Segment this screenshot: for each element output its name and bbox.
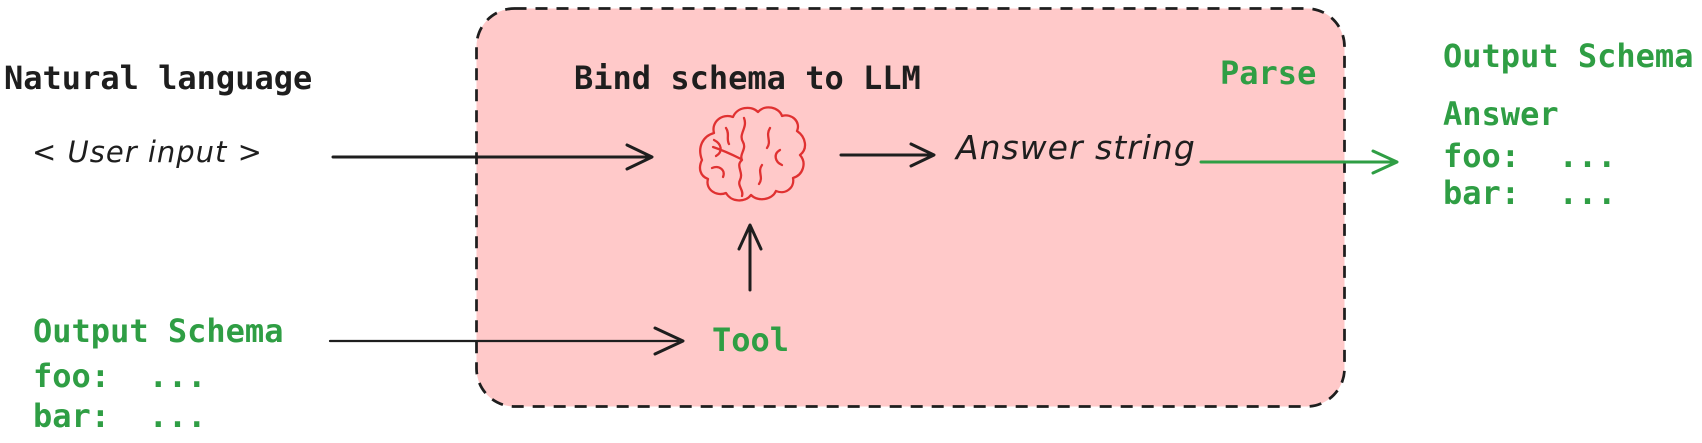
- brain-icon: [698, 106, 807, 202]
- tool-label: Tool: [712, 321, 790, 359]
- llm-output-arrow: [839, 142, 936, 168]
- user-input-label: < User input >: [32, 135, 263, 169]
- answer-string-label: Answer string: [956, 128, 1196, 167]
- natural-language-label: Natural language: [4, 59, 313, 97]
- user-input-arrow: [331, 143, 654, 171]
- schema-to-tool-arrow: [328, 326, 685, 356]
- parse-label: Parse: [1220, 54, 1317, 92]
- parse-arrow: [1199, 149, 1399, 175]
- input-schema-foo-line: foo: ...: [33, 357, 207, 395]
- bind-schema-title: Bind schema to LLM: [574, 59, 921, 97]
- bind-schema-box: [475, 7, 1346, 408]
- input-schema-title: Output Schema: [33, 312, 284, 350]
- output-bar-line: bar: ...: [1443, 174, 1617, 212]
- output-answer-label: Answer: [1443, 95, 1559, 133]
- output-schema-title: Output Schema: [1443, 37, 1694, 75]
- tool-to-llm-arrow: [737, 223, 763, 292]
- output-foo-line: foo: ...: [1443, 137, 1617, 175]
- input-schema-bar-line: bar: ...: [33, 397, 207, 435]
